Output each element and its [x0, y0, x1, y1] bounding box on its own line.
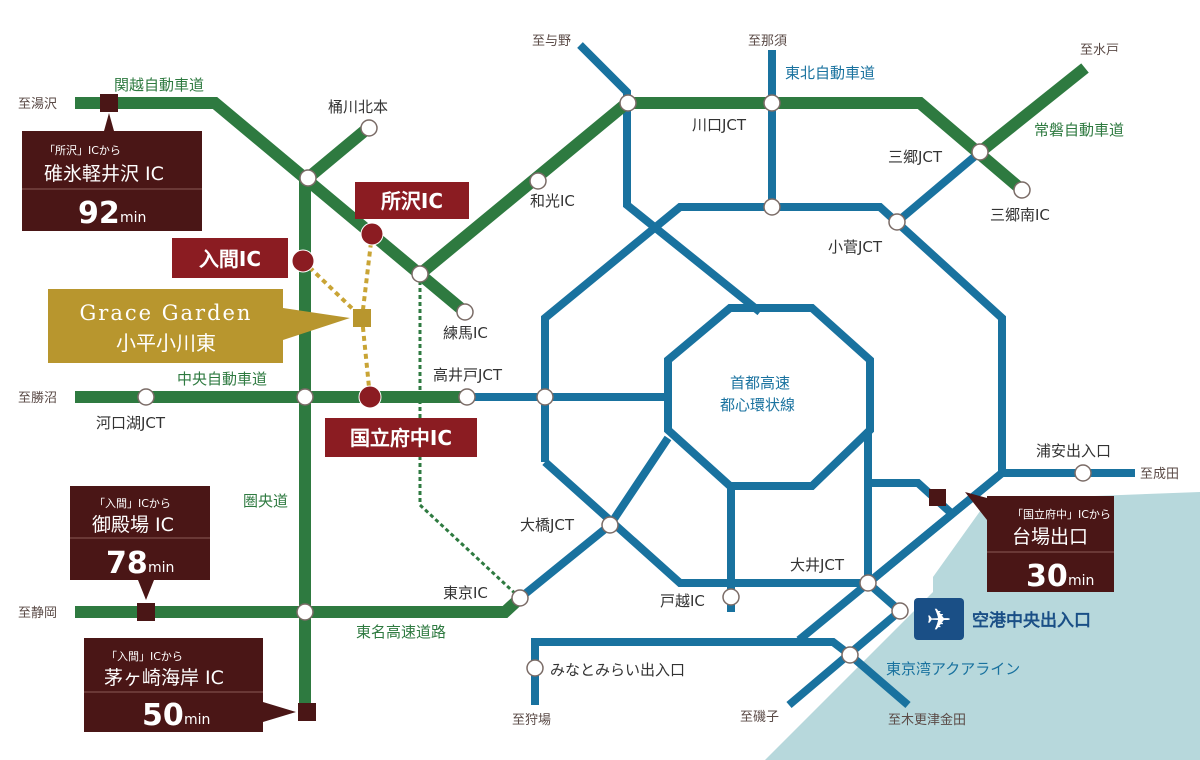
iruma-ic-label: 入間IC: [199, 247, 261, 271]
dir-nasu: 至那須: [748, 34, 787, 49]
karuizawa-marker: [100, 94, 118, 112]
svg-text:92: 92: [78, 196, 120, 231]
svg-text:「入間」ICから: 「入間」ICから: [106, 650, 183, 663]
place-misato: 三郷JCT: [888, 148, 943, 166]
dir-yono: 至与野: [532, 34, 571, 49]
tokorozawa-ic-label: 所沢IC: [381, 189, 443, 213]
kunitachi-ic-label-bg: [325, 418, 477, 457]
svg-text:50: 50: [142, 698, 184, 733]
time-box-gotemba: 「入間」ICから 御殿場 IC 78 min: [70, 486, 210, 600]
airport-icon-bg: [914, 598, 964, 640]
svg-text:min: min: [184, 712, 210, 728]
iruma-ic-marker: [291, 249, 315, 273]
svg-text:min: min: [1068, 573, 1094, 589]
time-box-karuizawa: 「所沢」ICから 碓氷軽井沢 IC 92 min: [22, 113, 202, 231]
road-joban: 常磐自動車道: [1034, 121, 1124, 139]
gotemba-marker: [137, 603, 155, 621]
place-okegawa: 桶川北本: [328, 98, 388, 116]
kunitachi-ic-label: 国立府中IC: [350, 426, 452, 450]
c1-label-1: 首都高速: [730, 374, 790, 392]
place-togoshi: 戸越IC: [660, 592, 705, 610]
daiba-marker: [929, 489, 946, 506]
time-box-daiba: 「国立府中」ICから 台場出口 30 min: [965, 492, 1114, 594]
place-misato-minami: 三郷南IC: [990, 206, 1050, 224]
svg-text:御殿場 IC: 御殿場 IC: [92, 514, 174, 536]
tokorozawa-ic-label-bg: [355, 182, 469, 219]
place-ohi: 大井JCT: [790, 556, 845, 574]
place-ohashi: 大橋JCT: [520, 516, 575, 534]
place-tokyo-ic: 東京IC: [443, 584, 488, 602]
place-kawaguchi: 川口JCT: [692, 116, 747, 134]
road-tomei: 東名高速道路: [356, 623, 446, 641]
dir-kisarazu: 至木更津金田: [888, 712, 966, 728]
property-callout: Grace Garden 小平小川東: [48, 289, 350, 363]
tokorozawa-ic-marker: [360, 222, 384, 246]
dir-yuzawa: 至湯沢: [18, 97, 57, 112]
road-chuo: 中央自動車道: [177, 370, 267, 388]
dir-narita: 至成田: [1140, 467, 1179, 482]
iruma-ic-label-bg: [172, 238, 288, 278]
road-kenou: 圏央道: [243, 492, 288, 510]
place-minatomirai: みなとみらい出入口: [550, 661, 685, 679]
svg-text:台場出口: 台場出口: [1012, 526, 1088, 548]
place-airport: 空港中央出入口: [972, 610, 1091, 631]
road-kanetsu: 関越自動車道: [114, 76, 204, 94]
dir-kariba: 至狩場: [512, 713, 551, 728]
svg-text:碓氷軽井沢 IC: 碓氷軽井沢 IC: [44, 163, 164, 185]
property-name: Grace Garden: [80, 301, 253, 325]
road-tohoku: 東北自動車道: [785, 64, 875, 82]
property-access-dotted: [301, 233, 374, 323]
airplane-icon: ✈: [926, 603, 951, 638]
svg-text:「入間」ICから: 「入間」ICから: [94, 497, 171, 510]
svg-text:min: min: [120, 210, 146, 226]
junction-nodes: [137, 94, 1092, 677]
c1-label-2: 都心環状線: [720, 396, 795, 414]
place-nerima: 練馬IC: [443, 324, 488, 342]
svg-text:30: 30: [1026, 559, 1068, 594]
svg-text:「所沢」ICから: 「所沢」ICから: [44, 143, 121, 157]
place-kosuge: 小菅JCT: [828, 238, 883, 256]
gaikan-dotted-route: [418, 274, 522, 600]
property-marker: [353, 309, 371, 327]
svg-text:min: min: [148, 560, 174, 576]
place-kawaguchiko: 河口湖JCT: [96, 414, 166, 432]
dir-isogo: 至磯子: [740, 710, 779, 725]
property-access-dotted: [360, 317, 372, 398]
dir-shizuoka: 至静岡: [18, 606, 57, 621]
chigasaki-marker: [298, 703, 316, 721]
dir-mito: 至水戸: [1080, 43, 1119, 58]
svg-text:78: 78: [106, 546, 148, 581]
place-urayasu: 浦安出入口: [1036, 442, 1111, 460]
svg-text:茅ヶ崎海岸 IC: 茅ヶ崎海岸 IC: [104, 667, 224, 689]
place-wako: 和光IC: [530, 192, 575, 210]
svg-text:「国立府中」ICから: 「国立府中」ICから: [1012, 507, 1111, 521]
kunitachi-ic-marker: [358, 385, 382, 409]
property-area: 小平小川東: [116, 331, 216, 355]
time-box-chigasaki: 「入間」ICから 茅ヶ崎海岸 IC 50 min: [84, 638, 296, 733]
place-takaido: 高井戸JCT: [433, 366, 503, 384]
dir-katsunuma: 至勝沼: [18, 391, 57, 406]
airport-exit: ✈ 空港中央出入口: [914, 598, 1091, 640]
road-aqualine: 東京湾アクアライン: [886, 660, 1020, 678]
